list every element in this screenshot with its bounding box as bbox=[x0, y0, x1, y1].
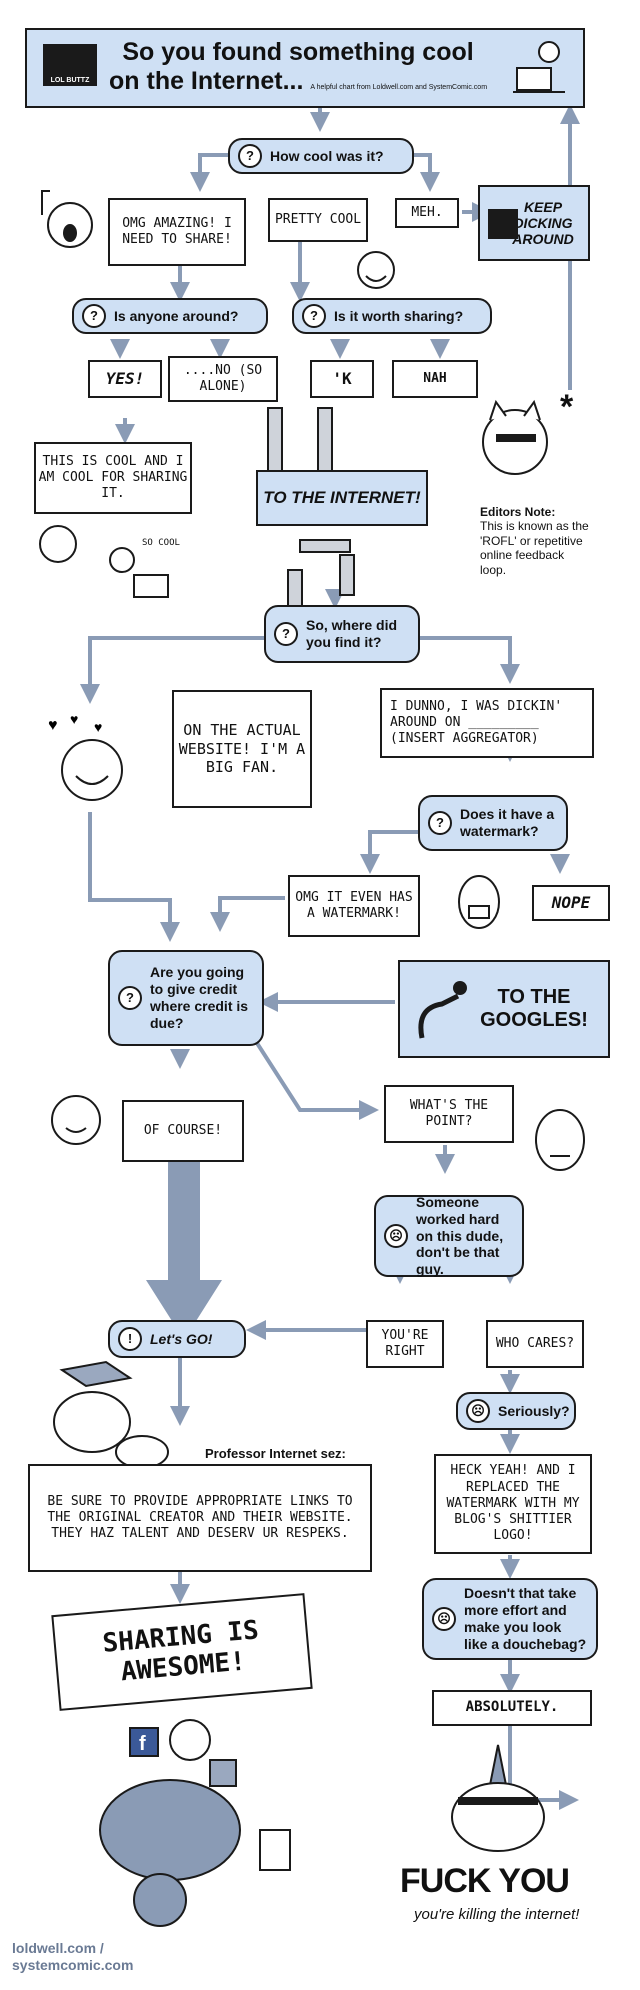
question-icon: ? bbox=[302, 304, 326, 328]
question-icon: ? bbox=[428, 811, 452, 835]
k-box[interactable]: 'K bbox=[310, 360, 374, 398]
page-title-line1: So you found something cool bbox=[122, 38, 474, 66]
logo-text: LOL BUTTZ bbox=[50, 77, 90, 84]
desk-icon bbox=[488, 209, 518, 239]
flying-man-icon bbox=[412, 978, 472, 1044]
svg-text:♥: ♥ bbox=[94, 719, 102, 735]
so-cool-label: SO COOL bbox=[142, 538, 180, 548]
social-mascots-icon: f bbox=[60, 1700, 310, 1940]
professor-cat-icon bbox=[22, 1360, 172, 1470]
page-subtitle: A helpful chart from Loldwell.com and Sy… bbox=[310, 83, 488, 91]
this-is-cool-box[interactable]: THIS IS COOL AND I AM COOL FOR SHARING I… bbox=[34, 442, 192, 514]
frown-face-icon: ☹ bbox=[432, 1607, 456, 1631]
meh-box[interactable]: MEH. bbox=[395, 198, 459, 228]
user-at-laptop-icon bbox=[509, 38, 569, 98]
content-face-icon bbox=[40, 1080, 120, 1180]
of-course-box[interactable]: OF COURSE! bbox=[122, 1100, 244, 1162]
professor-body-box[interactable]: BE SURE TO PROVIDE APPROPRIATE LINKS TO … bbox=[28, 1464, 372, 1572]
heart-eyes-face-icon: ♥ ♥ ♥ bbox=[40, 710, 140, 810]
i-dunno-box[interactable]: I DUNNO, I WAS DICKIN' AROUND ON _______… bbox=[380, 688, 594, 758]
q-watermark[interactable]: ? Does it have a watermark? bbox=[418, 795, 568, 851]
editors-note: Editors Note: This is known as the 'ROFL… bbox=[480, 505, 589, 577]
actual-website-box[interactable]: ON THE ACTUAL WEBSITE! I'M A BIG FAN. bbox=[172, 690, 312, 808]
question-icon: ? bbox=[274, 622, 298, 646]
question-icon: ? bbox=[118, 986, 142, 1010]
nope-box[interactable]: NOPE bbox=[532, 885, 610, 921]
fuck-you-text: FUCK YOU bbox=[400, 1862, 570, 1900]
omg-amazing-box[interactable]: OMG AMAZING! I NEED TO SHARE! bbox=[108, 198, 246, 266]
yes-box[interactable]: YES! bbox=[88, 360, 162, 398]
youre-right-box[interactable]: YOU'RE RIGHT bbox=[366, 1320, 444, 1368]
nah-box[interactable]: NAH bbox=[392, 360, 478, 398]
q-anyone-around[interactable]: ? Is anyone around? bbox=[72, 298, 268, 334]
to-the-internet-box[interactable]: TO THE INTERNET! bbox=[256, 470, 428, 526]
to-the-googles-box[interactable]: TO THE GOOGLES! bbox=[398, 960, 610, 1058]
svg-text:♥: ♥ bbox=[70, 711, 78, 727]
frown-face-icon: ☹ bbox=[384, 1224, 408, 1248]
smiley-face-icon bbox=[352, 248, 400, 300]
no-alone-box[interactable]: ....NO (SO ALONE) bbox=[168, 356, 278, 402]
q-worth-sharing[interactable]: ? Is it worth sharing? bbox=[292, 298, 492, 334]
guy-at-laptop-icon bbox=[32, 520, 172, 600]
omg-watermark-box[interactable]: OMG IT EVEN HAS A WATERMARK! bbox=[288, 875, 420, 937]
computer-logo-icon: LOL BUTTZ bbox=[43, 44, 97, 86]
doesnt-effort-box[interactable]: ☹ Doesn't that take more effort and make… bbox=[422, 1578, 598, 1660]
someone-worked-box[interactable]: ☹ Someone worked hard on this dude, don'… bbox=[374, 1194, 524, 1277]
asterisk-mark: * bbox=[560, 388, 574, 426]
crying-cat-icon bbox=[428, 1735, 568, 1855]
q-how-cool[interactable]: ? How cool was it? bbox=[228, 138, 414, 174]
seriously-box[interactable]: ☹ Seriously? bbox=[456, 1392, 576, 1430]
skeptical-face-icon bbox=[520, 1100, 600, 1190]
professor-sez-label: Professor Internet sez: bbox=[205, 1446, 346, 1461]
whats-the-point-box[interactable]: WHAT'S THE POINT? bbox=[384, 1085, 514, 1143]
question-icon: ? bbox=[82, 304, 106, 328]
footer-credit: loldwell.com / systemcomic.com bbox=[12, 1940, 134, 1973]
frown-face-icon: ☹ bbox=[466, 1399, 490, 1423]
heck-yeah-box[interactable]: HECK YEAH! AND I REPLACED THE WATERMARK … bbox=[434, 1454, 592, 1554]
question-icon: ? bbox=[238, 144, 262, 168]
svg-text:♥: ♥ bbox=[48, 717, 58, 734]
who-cares-box[interactable]: WHO CARES? bbox=[486, 1320, 584, 1368]
lets-go-box[interactable]: ! Let's GO! bbox=[108, 1320, 246, 1358]
keep-dicking-around-box[interactable]: KEEP DICKING AROUND bbox=[478, 185, 590, 261]
killing-internet-text: you're killing the internet! bbox=[414, 1906, 580, 1923]
q-give-credit[interactable]: ? Are you going to give credit where cre… bbox=[108, 950, 264, 1046]
shocked-face-icon bbox=[452, 868, 506, 932]
page-title-line2: on the Internet... A helpful chart from … bbox=[109, 66, 488, 95]
absolutely-box[interactable]: ABSOLUTELY. bbox=[432, 1690, 592, 1726]
rage-face-pointing-icon bbox=[32, 185, 102, 265]
svg-text:f: f bbox=[139, 1733, 146, 1755]
cool-cat-icon bbox=[470, 392, 570, 502]
header-banner: LOL BUTTZ So you found something cool on… bbox=[25, 28, 585, 108]
q-where-find[interactable]: ? So, where did you find it? bbox=[264, 605, 420, 663]
pretty-cool-box[interactable]: PRETTY COOL bbox=[268, 198, 368, 242]
exclamation-icon: ! bbox=[118, 1327, 142, 1351]
